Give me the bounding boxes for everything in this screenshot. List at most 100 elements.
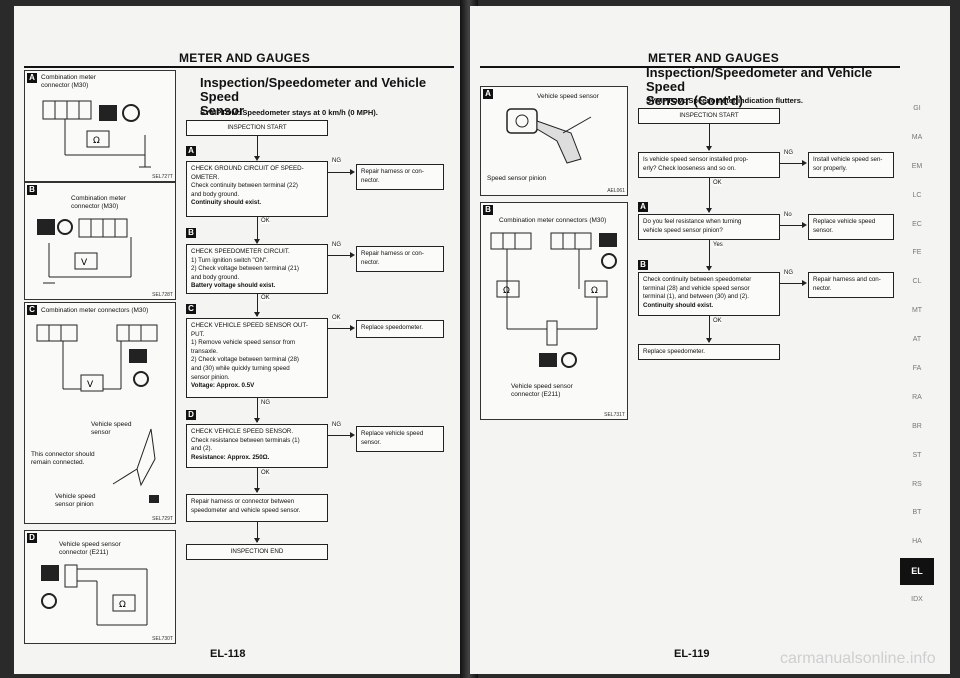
side-tab-gi[interactable]: GI [913, 105, 921, 112]
title-line: Sensor (Cont'd) [646, 93, 743, 108]
flow-arrow [254, 488, 260, 493]
flow-connector [257, 136, 258, 158]
step-line: Do you feel resistance when turning [643, 218, 742, 225]
flow-connector [257, 217, 258, 243]
side-tab-st[interactable]: ST [912, 451, 922, 459]
inspection-start-box: INSPECTION START [638, 108, 780, 124]
side-tab-ma[interactable]: MA [911, 133, 923, 141]
side-tab-em[interactable]: EM [911, 162, 923, 170]
flow-arrow [802, 160, 807, 166]
flow-arrow [350, 325, 355, 331]
flow-connector [709, 240, 710, 270]
right-header-rule [480, 66, 900, 68]
diagram-b: B Combination meter connector (M30) V SE… [24, 182, 176, 300]
step-line: Check continuity between terminal (22) [191, 182, 298, 190]
diagram-code: SEL728T [152, 292, 173, 298]
side-tab-br[interactable]: BR [912, 422, 922, 430]
title-line: Inspection/Speedometer and Vehicle Speed [200, 75, 427, 104]
diagram-code: SEL727T [152, 174, 173, 180]
step-criteria: Resistance: Approx. 250Ω. [191, 453, 270, 461]
side-tab-bt[interactable]: BT [912, 509, 922, 517]
step-b-action: Repair harness or con-nector. [356, 246, 444, 272]
step-line: CHECK GROUND CIRCUIT OF SPEED- [191, 165, 304, 172]
flow-connector [257, 468, 258, 492]
step-line: Check continuity between speedometer [643, 276, 752, 283]
flow-connector [709, 178, 710, 212]
side-tab-ra[interactable]: RA [912, 393, 922, 401]
ng-label: NG [332, 158, 341, 164]
side-tab-rs[interactable]: RS [912, 480, 922, 488]
ok-label: Yes [713, 242, 723, 248]
step-line: sensor pinion. [191, 373, 230, 381]
connector-wiring-drawing: Ω [42, 100, 151, 168]
svg-text:Ω: Ω [119, 600, 126, 610]
flow-arrow [802, 222, 807, 228]
continuity-wiring-drawing: Ω Ω [490, 232, 617, 368]
step-line: and body ground. [191, 273, 240, 281]
svg-text:Ω: Ω [93, 136, 100, 146]
side-tab-at[interactable]: AT [912, 336, 922, 344]
svg-text:Ω: Ω [503, 286, 510, 296]
side-tab-ha[interactable]: HA [912, 538, 922, 546]
step-line: and body ground. [191, 190, 240, 198]
flow-arrow [254, 239, 260, 244]
flow-connector [328, 172, 352, 173]
right-header: METER AND GAUGES [648, 51, 780, 65]
step-line: CHECK VEHICLE SPEED SENSOR OUT- [191, 322, 308, 329]
side-tab-mt[interactable]: MT [911, 307, 923, 315]
side-tab-el[interactable]: EL [900, 558, 934, 586]
inspection-end-box: INSPECTION END [186, 544, 328, 560]
flow-arrow [350, 432, 355, 438]
side-tab-cl[interactable]: CL [912, 278, 922, 286]
flow-connector [257, 294, 258, 316]
section-title: Inspection/Speedometer and Vehicle Speed… [646, 66, 896, 108]
left-header-rule [24, 66, 454, 68]
symptom-text: SYMPTOM: Speedometer indication flutters… [646, 96, 803, 105]
flow-connector [328, 435, 352, 436]
diagram-title: Combination meter connectors (M30) [499, 217, 607, 224]
step-letter: C [186, 304, 196, 314]
title-line: Sensor [200, 103, 245, 118]
page-number: EL-119 [674, 648, 710, 660]
side-tab-idx[interactable]: IDX [911, 596, 923, 604]
diagram-c: C Combination meter connectors (M30) V V… [24, 302, 176, 524]
ng-label: NG [261, 400, 270, 406]
side-tab-ec[interactable]: EC [912, 220, 922, 228]
svg-text:V: V [87, 380, 94, 390]
flow-connector [709, 124, 710, 150]
step-line: Check resistance between terminals (1) [191, 436, 300, 444]
diagram-sub: Vehicle speed sensor connector (E211) [511, 383, 573, 398]
ok-label: OK [332, 315, 341, 321]
flow-arrow [706, 208, 712, 213]
step-line: 1) Remove vehicle speed sensor from [191, 339, 296, 347]
step-line: 2) Check voltage between terminal (21) [191, 265, 299, 273]
diagram-note: This connector should remain connected. [31, 451, 95, 466]
step-1-action: Install vehicle speed sen-sor properly. [808, 152, 894, 178]
ok-label: OK [261, 218, 270, 224]
symptom-text: SYMPTOM: Speedometer stays at 0 km/h (0 … [200, 108, 378, 117]
diagram-code: AEL061 [607, 188, 625, 194]
watermark: carmanualsonline.info [780, 650, 936, 667]
side-tab-fa[interactable]: FA [912, 365, 922, 372]
step-line: terminal (28) and vehicle speed sensor [643, 284, 750, 292]
sensor-resistance-drawing: Ω [41, 564, 148, 626]
diagram-a: A Vehicle speed sensor Speed sensor pini… [480, 86, 628, 196]
side-tab-lc[interactable]: LC [912, 191, 922, 199]
ng-label: No [784, 212, 792, 218]
svg-text:V: V [81, 258, 88, 268]
flow-arrow [254, 156, 260, 161]
diagram-code: SEL729T [152, 516, 173, 522]
step-a-box: CHECK GROUND CIRCUIT OF SPEED- OMETER. C… [186, 161, 328, 217]
flow-arrow [350, 252, 355, 258]
step-line: erly? Check looseness and so on. [643, 164, 736, 172]
flow-connector [780, 283, 804, 284]
flow-arrow [706, 338, 712, 343]
connector-sensor-drawing: V [36, 324, 159, 503]
flow-arrow [350, 169, 355, 175]
diagram-title: Combination meter connector (M30) [41, 74, 96, 89]
diagram-title: Combination meter connectors (M30) [41, 307, 149, 314]
side-tab-fe[interactable]: FE [912, 249, 922, 257]
step-letter: D [186, 410, 196, 420]
step-criteria: Battery voltage should exist. [191, 282, 276, 290]
page-number: EL-118 [210, 648, 246, 660]
